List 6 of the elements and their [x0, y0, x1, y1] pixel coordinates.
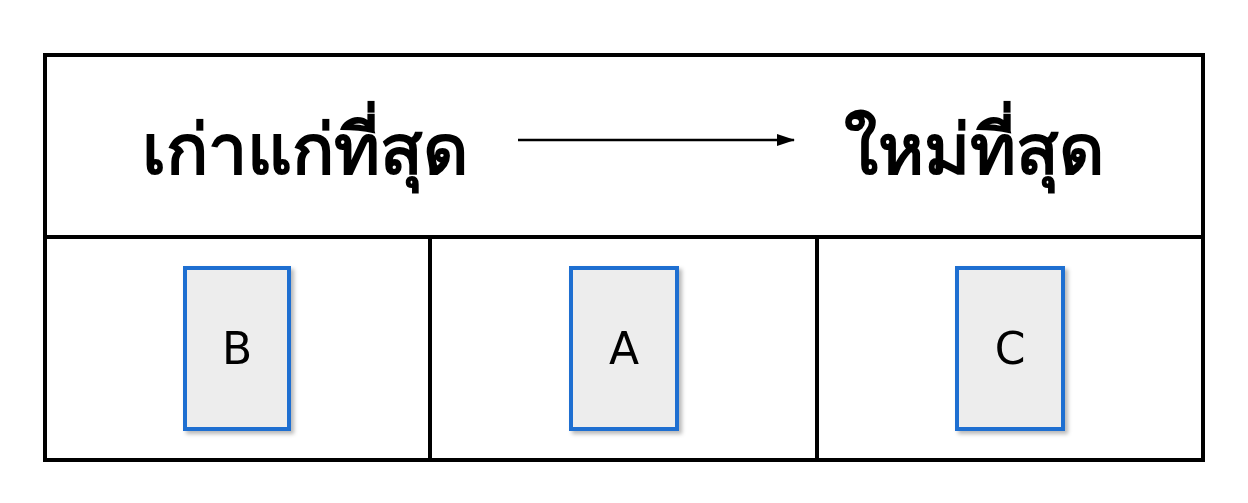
letter-card: C [955, 266, 1065, 431]
heading-text: ใหม่ที่สุด [836, 95, 1112, 205]
arrow [518, 134, 795, 146]
letter-card: A [569, 266, 679, 431]
heading-text: เก่าแก่ที่สุด [134, 95, 476, 205]
letter-card: B [183, 266, 291, 431]
